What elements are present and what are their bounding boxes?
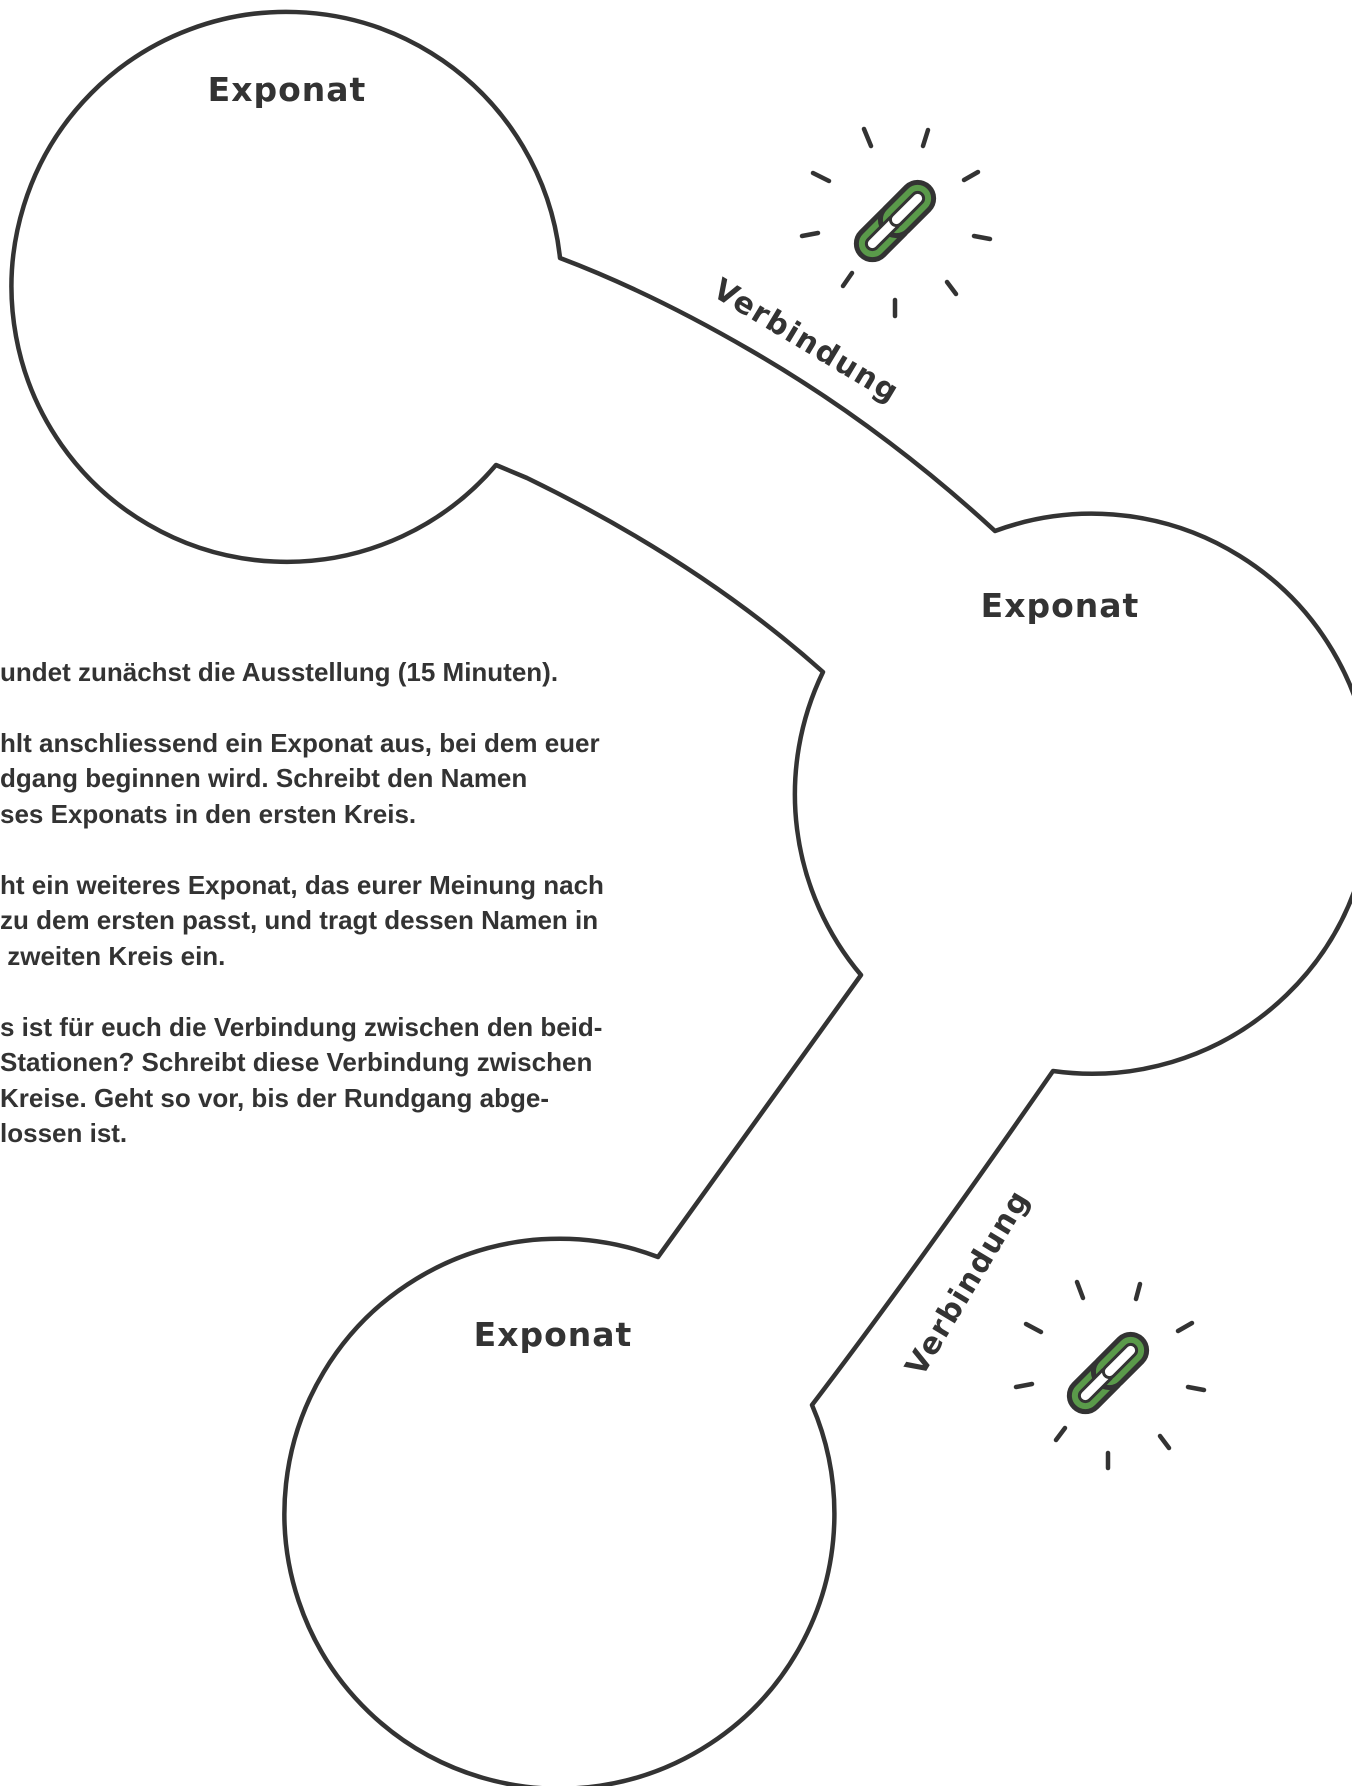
instruction-line: zweiten Kreis ein. bbox=[0, 941, 225, 971]
chain-link-icon bbox=[1013, 1279, 1207, 1471]
exponat-label-3: Exponat bbox=[474, 1315, 633, 1354]
instruction-line: zu dem ersten passt, und tragt dessen Na… bbox=[0, 905, 598, 935]
instruction-line: Kreise. Geht so vor, bis der Rundgang ab… bbox=[0, 1083, 549, 1113]
sparkle-rays-icon bbox=[1013, 1279, 1207, 1471]
instruction-line: lossen ist. bbox=[0, 1118, 127, 1148]
verbindung-label-2: Verbindung bbox=[899, 1184, 1037, 1382]
exponat-label-2: Exponat bbox=[981, 586, 1140, 625]
instruction-line: Stationen? Schreibt diese Verbindung zwi… bbox=[0, 1047, 592, 1077]
exponat-label-1: Exponat bbox=[208, 70, 367, 109]
instruction-line: ht ein weiteres Exponat, das eurer Meinu… bbox=[0, 870, 604, 900]
chain-link-icon bbox=[799, 126, 993, 319]
instruction-line: ses Exponats in den ersten Kreis. bbox=[0, 799, 416, 829]
instruction-line: undet zunächst die Ausstellung (15 Minut… bbox=[0, 657, 558, 687]
instruction-line: dgang beginnen wird. Schreibt den Namen bbox=[0, 763, 527, 793]
instruction-line: s ist für euch die Verbindung zwischen d… bbox=[0, 1012, 602, 1042]
exhibit-path-outline bbox=[9, 9, 1352, 1786]
sparkle-rays-icon bbox=[799, 126, 993, 319]
instructions-block: undet zunächst die Ausstellung (15 Minut… bbox=[0, 657, 604, 1148]
instruction-line: hlt anschliessend ein Exponat aus, bei d… bbox=[0, 728, 600, 758]
